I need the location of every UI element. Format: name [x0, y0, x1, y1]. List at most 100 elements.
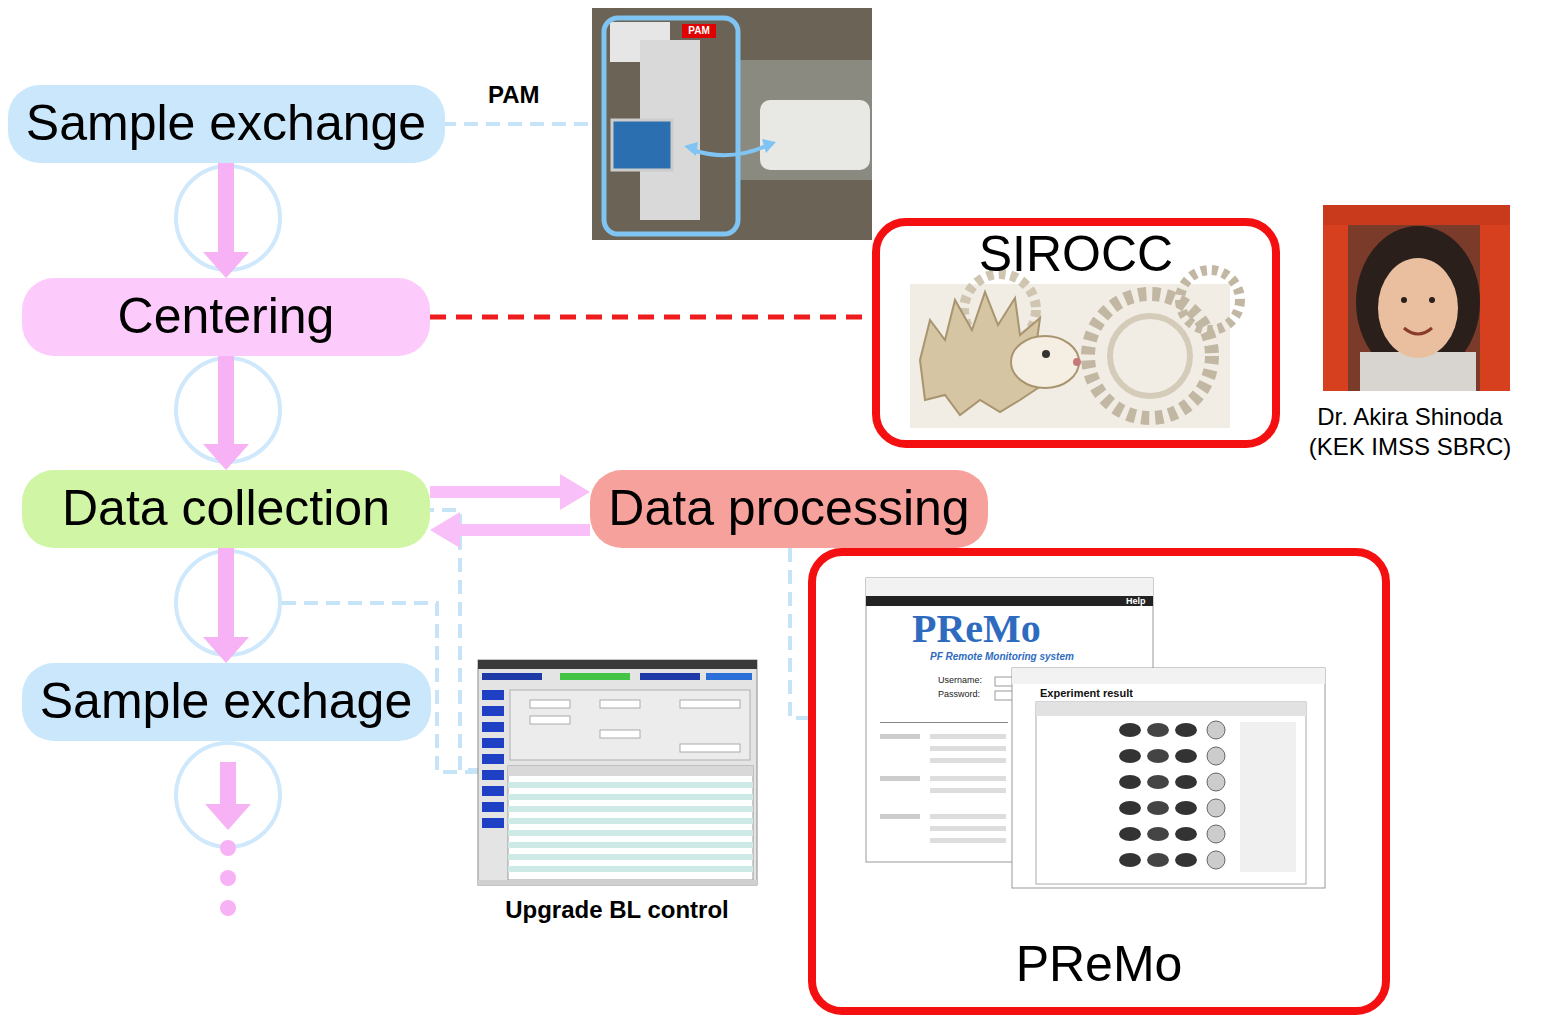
arrowhead — [203, 252, 249, 278]
diffraction-image — [1207, 773, 1225, 791]
logo-text: PReMo — [912, 609, 1041, 649]
arrowhead — [560, 474, 590, 510]
side-button — [482, 690, 504, 700]
connector-line — [790, 548, 808, 718]
badge — [682, 24, 716, 38]
process-pill: Centering — [22, 278, 430, 356]
arrowhead — [203, 637, 249, 663]
node-label: Centering — [118, 288, 335, 346]
node-label: Sample exchange — [26, 95, 426, 153]
connector — [203, 548, 249, 663]
photo-background — [1323, 205, 1510, 391]
machine-device — [760, 100, 870, 170]
table-header — [508, 766, 753, 776]
process-pill: Data processing — [590, 470, 988, 548]
crystal-image — [1147, 801, 1169, 815]
connector-line — [430, 486, 563, 498]
crystal-image — [1175, 827, 1197, 841]
diffraction-image — [1207, 799, 1225, 817]
form-input — [530, 700, 570, 708]
table-row — [508, 842, 753, 848]
side-button — [482, 722, 504, 732]
eye — [1401, 297, 1407, 303]
diffraction-image — [1207, 721, 1225, 739]
side-button — [482, 706, 504, 716]
text-line — [880, 776, 920, 781]
line-label: PAM — [488, 81, 540, 110]
process-pill: Sample exchange — [8, 85, 445, 163]
node-label: SIROCC — [979, 226, 1173, 284]
photo-background — [592, 8, 872, 240]
continuation-dot — [220, 870, 236, 886]
gate-beam — [1323, 205, 1510, 225]
text-line — [930, 788, 1006, 793]
arrowhead — [203, 444, 249, 470]
status-bar — [560, 673, 630, 680]
motion-arrow — [692, 146, 766, 155]
crystal-image — [1119, 853, 1141, 867]
divider — [880, 722, 1008, 723]
connector — [430, 317, 872, 318]
side-button — [482, 818, 504, 828]
face — [1378, 258, 1458, 358]
connector — [790, 548, 808, 718]
hedgehog-eye — [1042, 350, 1050, 358]
connector-line — [457, 524, 590, 536]
arrowhead — [430, 512, 460, 548]
text-line — [930, 838, 1006, 843]
text-line — [930, 776, 1006, 781]
highlight-outline — [604, 18, 738, 234]
side-button — [482, 770, 504, 780]
eye — [1429, 297, 1435, 303]
table-row — [508, 794, 753, 800]
crystal-image — [1147, 827, 1169, 841]
status-bar — [706, 673, 752, 680]
form-input — [680, 744, 740, 752]
diffraction-image — [1207, 825, 1225, 843]
form-input — [600, 700, 640, 708]
leader-line — [420, 510, 478, 770]
tool-frame: SIROCC — [872, 218, 1280, 448]
connector-line — [430, 315, 872, 320]
crystal-image — [1119, 827, 1141, 841]
table-header — [1036, 702, 1306, 716]
form-input — [530, 716, 570, 724]
diffraction-image — [1207, 851, 1225, 869]
browser-bar — [866, 578, 1153, 596]
person-caption: Dr. Akira Shinoda (KEK IMSS SBRC) — [1290, 402, 1530, 462]
ui-heading: Experiment result — [1040, 687, 1133, 699]
gate-pillar — [1323, 205, 1348, 391]
side-button — [482, 802, 504, 812]
robot-monitor — [612, 120, 672, 170]
side-button — [482, 786, 504, 796]
node-label: Data collection — [62, 480, 390, 538]
crystal-image — [1147, 723, 1169, 737]
table-row — [508, 806, 753, 812]
text-line — [930, 758, 1006, 763]
gear — [1088, 294, 1212, 418]
status-strip — [478, 880, 757, 885]
connector — [430, 474, 590, 510]
table-row — [508, 830, 753, 836]
crystal-image — [1119, 801, 1141, 815]
status-bar — [640, 673, 700, 680]
ui-text: Password: — [938, 690, 980, 700]
table-panel — [508, 766, 753, 880]
text-line — [880, 814, 920, 819]
logo-subtitle: PF Remote Monitoring system — [930, 651, 1074, 662]
text-line — [930, 746, 1006, 751]
crystal-image — [1147, 749, 1169, 763]
crystal-image — [1175, 801, 1197, 815]
crystal-image — [1119, 775, 1141, 789]
table-row — [508, 866, 753, 872]
connector-line — [218, 356, 234, 447]
gear — [1110, 316, 1190, 396]
text-line — [930, 814, 1006, 819]
continuation-dot — [220, 900, 236, 916]
connector — [203, 163, 249, 278]
hedgehog-nose — [1073, 358, 1081, 366]
crystal-image — [1147, 853, 1169, 867]
text-line — [930, 734, 1006, 739]
connector — [203, 356, 249, 470]
title-bar — [478, 660, 757, 669]
